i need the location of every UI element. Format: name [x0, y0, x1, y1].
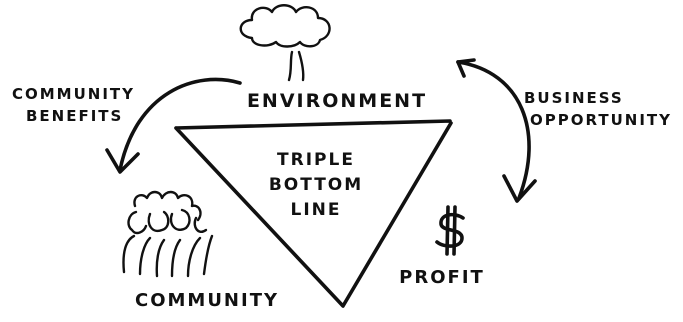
dollar-sign-icon	[435, 205, 465, 256]
profit-label: PROFIT	[399, 267, 485, 288]
business-opportunity-arrow	[456, 58, 537, 203]
community-benefits-line-2: BENEFITS	[26, 107, 123, 125]
business-opportunity-line-2: OPPORTUNITY	[530, 111, 672, 129]
people-icon	[122, 190, 214, 278]
community-benefits-line-1: COMMUNITY	[12, 85, 135, 103]
center-label-line-2: BOTTOM	[269, 175, 363, 195]
triangle-shape	[174, 119, 453, 308]
community-label: COMMUNITY	[135, 290, 279, 311]
center-label-line-1: TRIPLE	[277, 150, 355, 170]
business-opportunity-line-1: BUSINESS	[524, 89, 624, 107]
community-benefits-arrow	[105, 77, 242, 174]
tree-icon	[239, 4, 331, 82]
center-label-line-3: LINE	[291, 200, 342, 220]
environment-label: ENVIRONMENT	[247, 90, 427, 112]
